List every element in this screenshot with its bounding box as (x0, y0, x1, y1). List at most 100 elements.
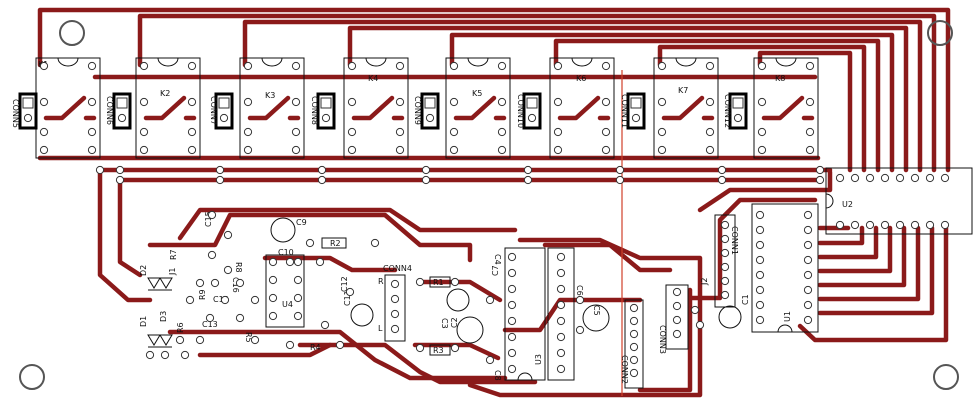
pad (631, 113, 641, 123)
pad (556, 252, 566, 262)
pad (755, 210, 765, 220)
pad (195, 335, 205, 345)
pad (757, 97, 767, 107)
conn9-label: CONN9 (413, 96, 422, 125)
pad (757, 127, 767, 137)
pad (450, 343, 460, 353)
j1-label: J1 (168, 268, 177, 276)
conn4-label: CONN4 (383, 264, 412, 273)
r1-resistor (429, 276, 451, 288)
c11-capacitor (350, 303, 374, 327)
relay-k5 (445, 57, 511, 159)
c1-capacitor (718, 305, 742, 329)
pad (720, 220, 730, 230)
pad (347, 97, 357, 107)
pad (865, 220, 875, 230)
pad (815, 165, 825, 175)
pad (717, 165, 727, 175)
pads (23, 61, 950, 378)
pad (880, 173, 890, 183)
pad (415, 343, 425, 353)
pad (320, 320, 330, 330)
pad (865, 173, 875, 183)
pad (160, 350, 170, 360)
pad (629, 316, 639, 326)
pad (347, 145, 357, 155)
relay-notch (775, 57, 797, 67)
pad (925, 220, 935, 230)
pad (672, 287, 682, 297)
pad (672, 329, 682, 339)
c15-label: C15 (204, 211, 213, 227)
pad (507, 332, 517, 342)
pad (575, 295, 585, 305)
pad (757, 61, 767, 71)
pad (755, 300, 765, 310)
pad (268, 257, 278, 267)
pad (321, 113, 331, 123)
u2-ic (825, 167, 973, 235)
d3-diode (159, 277, 173, 291)
pad (601, 97, 611, 107)
pad (450, 277, 460, 287)
relay-label-k8: K8 (775, 74, 785, 83)
pad (139, 145, 149, 155)
pad (835, 173, 845, 183)
pad (507, 268, 517, 278)
pad (449, 97, 459, 107)
square-pad (630, 97, 642, 109)
pad (139, 61, 149, 71)
conn7-label: CONN7 (209, 96, 218, 125)
pad (803, 285, 813, 295)
u3-label: U3 (534, 354, 543, 365)
pad (601, 145, 611, 155)
pad (895, 173, 905, 183)
r2-resistor (321, 237, 347, 249)
pad (657, 127, 667, 137)
pad (556, 300, 566, 310)
pad (185, 295, 195, 305)
r3-resistor (429, 344, 451, 356)
pad (180, 350, 190, 360)
relay-header-connector (728, 92, 748, 130)
r3-label: R3 (433, 346, 444, 355)
pad (205, 313, 215, 323)
c13-label: C13 (202, 320, 218, 329)
pad (629, 355, 639, 365)
conn2-header (624, 299, 644, 389)
pad (421, 165, 431, 175)
relay-k8 (753, 57, 819, 159)
r9-label: R9 (198, 289, 207, 300)
relay-label-k5: K5 (472, 89, 482, 98)
relay-row (35, 57, 819, 159)
conn1-label: CONN1 (730, 226, 739, 255)
square-pad (22, 97, 34, 109)
pad (87, 61, 97, 71)
relay-header-connector (214, 92, 234, 130)
pad (293, 275, 303, 285)
pad (87, 127, 97, 137)
pad (556, 348, 566, 358)
pad (803, 270, 813, 280)
pad (805, 97, 815, 107)
pad (720, 290, 730, 300)
mounting-hole (927, 20, 953, 46)
c12-label: C12 (340, 276, 349, 292)
relay-headers (18, 92, 748, 130)
pad (720, 262, 730, 272)
conn11-label: CONN11 (620, 94, 629, 128)
relay-contact-trace (557, 95, 611, 121)
relay-header-connector (316, 92, 336, 130)
pad (291, 61, 301, 71)
conn10-label: CONN10 (516, 94, 525, 128)
relay-label-k2: K2 (160, 89, 170, 98)
pad (705, 127, 715, 137)
c16-label: C16 (231, 277, 240, 293)
pad (415, 277, 425, 287)
pad (187, 145, 197, 155)
j2-label: J2 (700, 278, 709, 286)
relay-notch (261, 57, 283, 67)
pad (39, 97, 49, 107)
pad (690, 305, 700, 315)
